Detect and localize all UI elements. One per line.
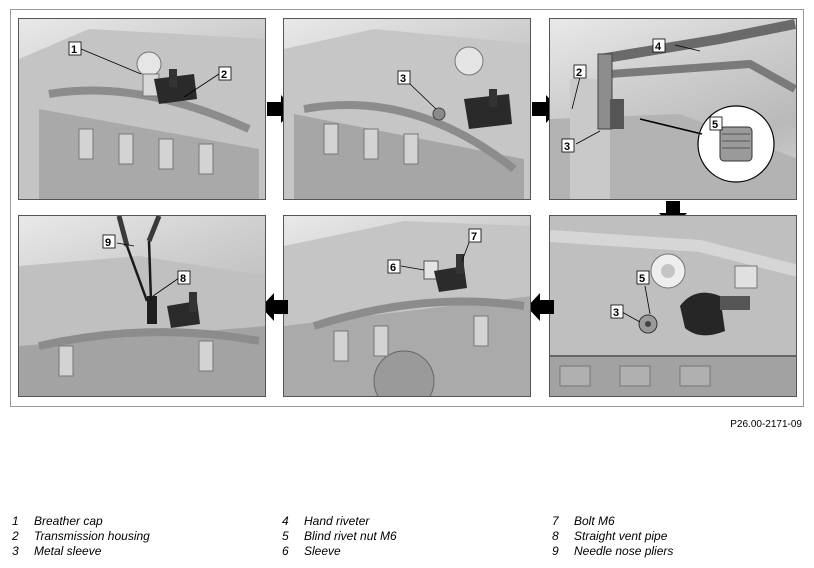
step-panel-6: 9 8	[18, 215, 266, 397]
callout-3: 3	[613, 307, 619, 319]
step-panel-4: 5 3	[549, 215, 797, 397]
callout-1: 1	[71, 44, 77, 56]
callout-8: 8	[180, 273, 186, 285]
arrow-left-icon	[527, 293, 554, 321]
callout-5: 5	[712, 119, 718, 131]
callout-9: 9	[105, 237, 111, 249]
arrow-left-icon	[261, 293, 288, 321]
reference-code: P26.00-2171-09	[730, 419, 802, 430]
step-panel-1: 1 2	[18, 18, 266, 200]
step-panel-2: 3	[283, 18, 531, 200]
step-panel-3: 4 2 3 5	[549, 18, 797, 200]
illustration-frame: 1 2 3	[10, 9, 804, 407]
arrow-down-icon	[659, 201, 687, 228]
callout-2: 2	[576, 67, 582, 79]
step-panel-5: 7 6	[283, 215, 531, 397]
callout-3: 3	[400, 73, 406, 85]
callout-4: 4	[655, 41, 662, 53]
callout-3: 3	[564, 141, 570, 153]
callout-7: 7	[471, 231, 477, 243]
callout-5: 5	[639, 273, 645, 285]
callout-2: 2	[221, 69, 227, 81]
callout-6: 6	[390, 262, 396, 274]
